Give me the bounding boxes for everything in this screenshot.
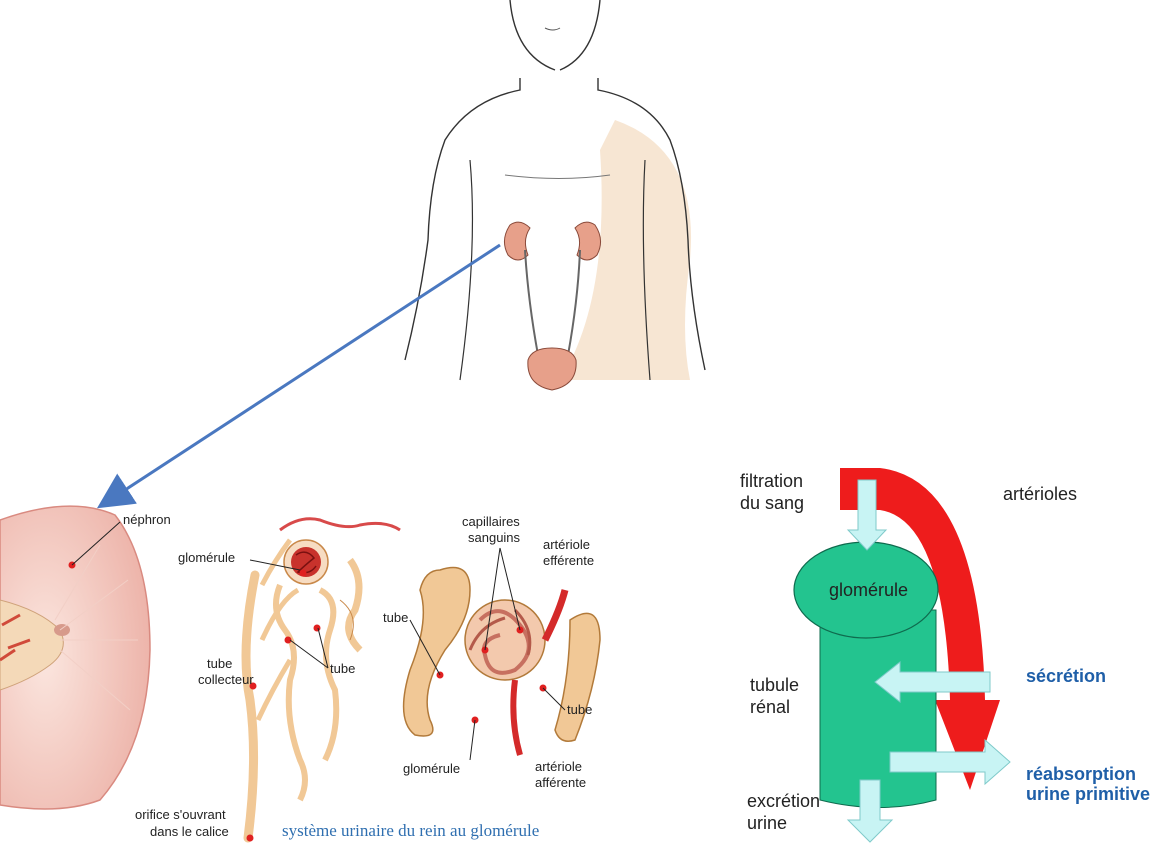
glomerulus-closeup: tube capillaires sanguins artériole effé… [383,514,600,790]
label-arterioles: artérioles [1003,484,1077,504]
kidney-section: néphron [0,506,171,809]
label-art-eff-1: artériole [543,537,590,552]
label-orifice-1: orifice s'ouvrant [135,807,226,822]
nephron-illustration: glomérule tube collecteur tube orifice s… [135,519,539,842]
label-art-eff-2: efférente [543,553,594,568]
bladder [528,348,576,390]
collecting-duct [246,575,255,838]
closeup-tube-right [555,613,600,741]
label-art-aff-1: artériole [535,759,582,774]
label-reabsorption-2: urine primitive [1026,784,1150,804]
human-torso [405,0,705,380]
label-excretion-2: urine [747,813,787,833]
label-schema-glomerule: glomérule [829,580,908,600]
tubule-cylinder [820,610,936,808]
nephron-loop-a [276,585,305,800]
label-tubule-2: rénal [750,697,790,717]
zoom-arrow [102,245,500,505]
face-mouth [545,28,560,30]
torso-left-outline [405,78,520,360]
label-tube-collecteur-1: tube [207,656,232,671]
kidney-calyx [54,624,70,636]
chest-line [505,175,610,179]
label-orifice-2: dans le calice [150,824,229,839]
label-nephron: néphron [123,512,171,527]
label-excretion-1: excrétion [747,791,820,811]
label-capillaires-1: capillaires [462,514,520,529]
head-outline-left [510,0,555,70]
closeup-tube-left [404,568,470,737]
efferent-arteriole [545,590,565,640]
label-art-aff-2: afférente [535,775,586,790]
head-outline-right [560,0,600,70]
label-secretion: sécrétion [1026,666,1106,686]
caption-urinary-system: système urinaire du rein au glomérule [282,821,539,840]
nephron-function-schema: filtration du sang artérioles glomérule … [740,468,1150,842]
label-filtration-2: du sang [740,493,804,513]
label-filtration-1: filtration [740,471,803,491]
label-tube-collecteur-2: collecteur [198,672,254,687]
label-glomerule-b: glomérule [403,761,460,776]
nephron-loop-c [349,560,360,650]
label-tubule-1: tubule [750,675,799,695]
ureter-right [568,250,580,355]
label-glomerule: glomérule [178,550,235,565]
label-tube-b: tube [383,610,408,625]
afferent-arteriole [513,680,520,755]
label-tube-a: tube [330,661,355,676]
ureter-left [525,250,538,355]
label-reabsorption-1: réabsorption [1026,764,1136,784]
nephron-arterioles [280,519,400,530]
label-tube-c: tube [567,702,592,717]
label-capillaires-2: sanguins [468,530,521,545]
